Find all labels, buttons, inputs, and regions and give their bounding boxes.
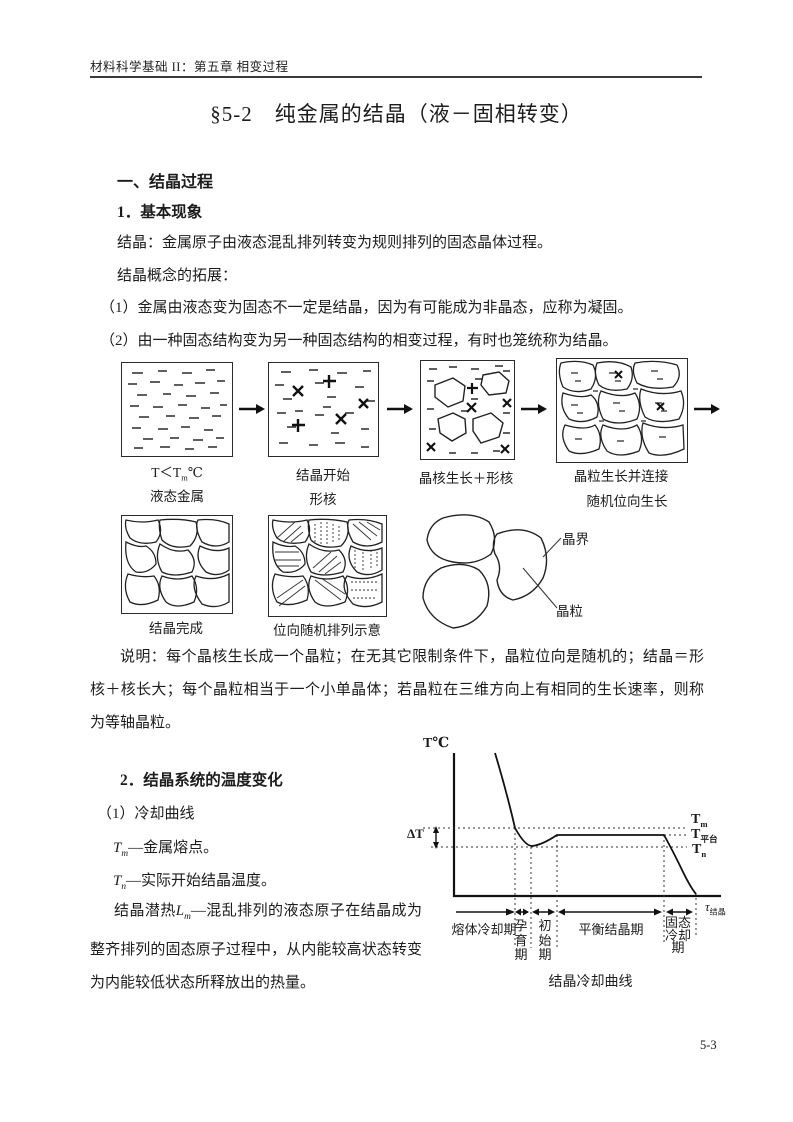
arrow-right-icon <box>239 404 265 414</box>
para-item2: （2）由一种固态结构变为另一种固态结构的相变过程，有时也笼统称为结晶。 <box>100 333 618 349</box>
section2-item1: （1）冷却曲线 <box>97 806 195 822</box>
explanation-paragraph: 说明：每个晶核生长成一个晶粒；在无其它限制条件下，晶粒位向是随机的；结晶＝形核＋… <box>90 649 704 731</box>
stage2-label-line2: 形核 <box>309 492 337 507</box>
tn-definition: Tn—实际开始结晶温度。 <box>113 873 277 892</box>
diagram-caption: 结晶冷却曲线 <box>548 975 633 990</box>
phase1-label: 熔体冷却期 <box>451 922 517 937</box>
tn-axis-label: Tn <box>692 842 707 859</box>
para-expansion: 结晶概念的拓展： <box>117 268 238 284</box>
para-item1: （1）金属由液态变为固态不一定是结晶，因为有可能成为非晶态，应称为凝固。 <box>100 300 633 316</box>
phase3-label: 初始期 <box>538 918 552 962</box>
cooling-curve-icon <box>423 752 721 948</box>
liquid-dashes-icon <box>128 369 227 450</box>
phase5-label: 固态冷却期 <box>664 915 691 955</box>
page-title: §5-2 纯金属的结晶（液－固相转变） <box>210 102 583 126</box>
page-header: 材料科学基础 II：第五章 相变过程 <box>90 60 289 74</box>
liquid-metal-box <box>121 362 233 457</box>
nuclei-growth-box <box>420 360 515 460</box>
grain-sketch-icon <box>422 514 562 629</box>
t-plateau-axis-label: T平台 <box>691 827 718 844</box>
cooling-curve-diagram: T℃ ΔT Tm T平台 Tn τ结晶 熔体冷却期 孕育期 初始期 平衡结晶期 … <box>403 733 753 1008</box>
arrow-right-icon <box>521 404 547 414</box>
phase2-label: 孕育期 <box>514 918 528 962</box>
latent-heat-paragraph: 结晶潜热Lm—混乱排列的液态原子在结晶成为整齐排列的固态原子过程中，从内能较高状… <box>90 903 422 991</box>
grain-impingement-icon <box>558 360 685 456</box>
y-axis-label: T℃ <box>423 736 450 751</box>
grain-label: 晶粒 <box>556 604 583 619</box>
stage1-label: 液态金属 <box>150 489 204 504</box>
para-definition: 结晶：金属原子由液态混乱排列转变为规则排列的固态晶体过程。 <box>117 235 553 251</box>
tm-axis-label: Tm <box>691 812 708 829</box>
grain-impingement-box <box>556 358 688 463</box>
phase4-label: 平衡结晶期 <box>578 922 644 937</box>
header-rule <box>90 76 702 78</box>
nucleation-start-icon <box>275 369 375 448</box>
arrow-right-icon <box>694 404 720 414</box>
grain-boundary-label: 晶界 <box>562 532 589 547</box>
hatched-grains-icon <box>271 518 383 608</box>
section1-heading: 一、结晶过程 <box>117 174 214 191</box>
random-orientation-box <box>268 515 387 617</box>
section1-subheading: 1．基本现象 <box>117 204 203 221</box>
nucleation-start-box <box>268 362 379 457</box>
stage1-condition-label: T＜Tm℃ <box>151 465 203 483</box>
stage4-label-line1: 晶粒生长并连接 <box>573 469 669 484</box>
grain-structure-icon <box>124 518 230 608</box>
delta-t-label: ΔT <box>407 826 424 841</box>
nuclei-growth-icon <box>426 365 512 454</box>
arrow-right-icon <box>387 404 413 414</box>
stage2-label-line1: 结晶开始 <box>296 468 350 483</box>
section2-heading: 2．结晶系统的温度变化 <box>120 772 283 789</box>
tm-definition: Tm—金属熔点。 <box>113 840 219 859</box>
page-number: 5-3 <box>700 1038 717 1052</box>
x-axis-label: τ结晶 <box>705 899 726 917</box>
crystallization-complete-box <box>121 515 233 614</box>
stage5-label: 结晶完成 <box>149 621 203 636</box>
stage3-label: 晶核生长＋形核 <box>418 471 514 486</box>
stage4-label-line2: 随机位向生长 <box>586 494 668 509</box>
stage6-label: 位向随机排列示意 <box>273 623 381 638</box>
